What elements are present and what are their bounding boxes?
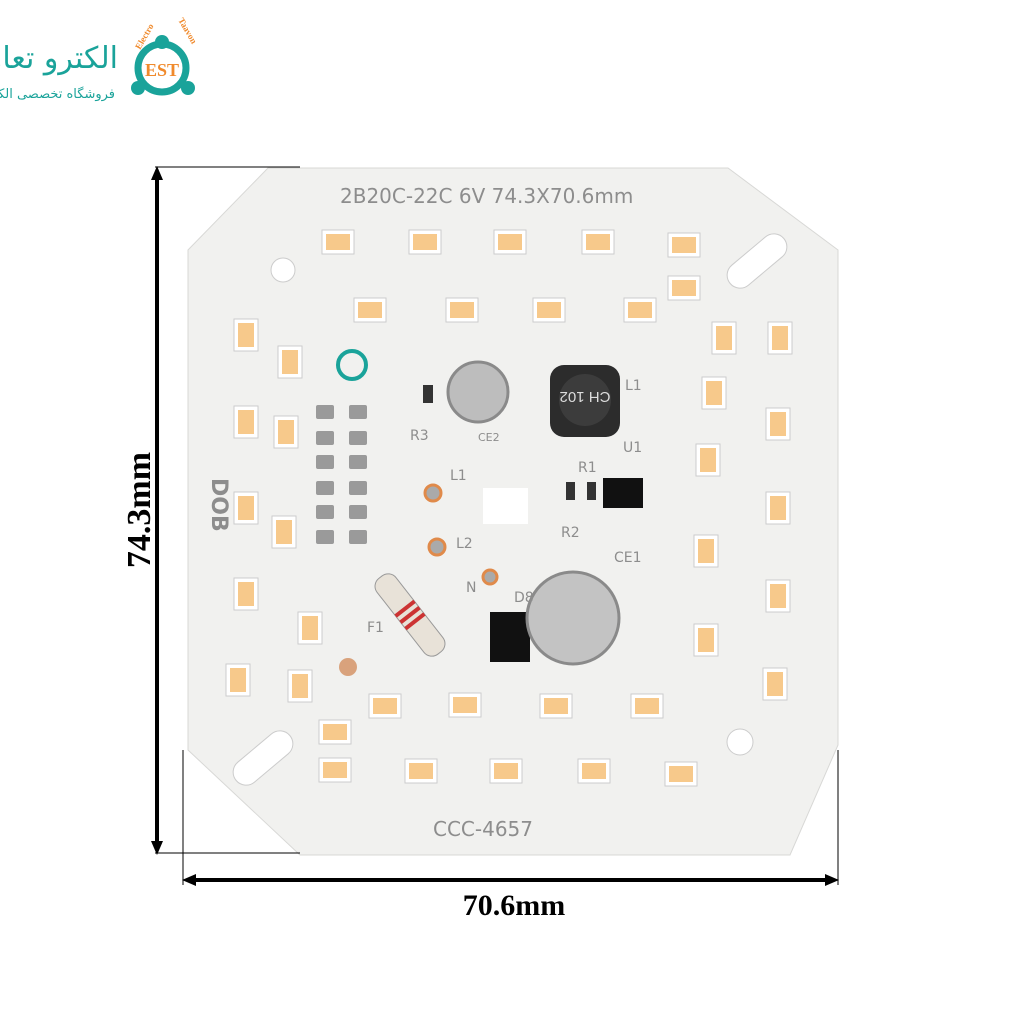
led-phosphor (698, 539, 714, 563)
led-phosphor (373, 698, 397, 714)
led-phosphor (238, 496, 254, 520)
led-phosphor (323, 762, 347, 778)
board-bottom-label: CCC-4657 (433, 817, 533, 841)
led-phosphor (498, 234, 522, 250)
label-r1: R1 (578, 460, 597, 476)
logo-monogram: EST (145, 60, 179, 80)
board-window (483, 488, 528, 524)
smd-pad (316, 431, 334, 445)
led-phosphor (672, 237, 696, 253)
resistor-r2 (587, 482, 596, 500)
led-phosphor (282, 350, 298, 374)
led-phosphor (537, 302, 561, 318)
capacitor-ce2 (446, 360, 510, 424)
led-phosphor (413, 234, 437, 250)
led-phosphor (706, 381, 722, 405)
led-phosphor (772, 326, 788, 350)
led-phosphor (230, 668, 246, 692)
led-phosphor (544, 698, 568, 714)
label-n: N (466, 580, 476, 596)
led-phosphor (323, 724, 347, 740)
led-phosphor (700, 448, 716, 472)
width-dimension: 70.6mm (463, 889, 565, 922)
led-phosphor (672, 280, 696, 296)
led-phosphor (238, 582, 254, 606)
label-l2: L2 (456, 536, 473, 552)
resistor-r3 (423, 385, 433, 403)
label-u1: U1 (623, 440, 642, 456)
smd-pad (349, 530, 367, 544)
smd-pad (349, 405, 367, 419)
led-phosphor (302, 616, 318, 640)
led-pcb-board: 2B20C-22C 6V 74.3X70.6mm CCC-4657 DOB CH… (187, 167, 839, 856)
mount-hole (270, 257, 296, 283)
smd-pad (316, 530, 334, 544)
led-phosphor (276, 520, 292, 544)
led-phosphor (770, 584, 786, 608)
board-logo (336, 349, 368, 381)
led-phosphor (586, 234, 610, 250)
mount-slot (726, 233, 788, 289)
led-array (225, 229, 793, 787)
wire-pad-l2 (427, 537, 447, 557)
dimension-annotations: 74.3mm 70.6mm (121, 166, 839, 922)
mount-slot (232, 730, 294, 786)
board-side-label: DOB (206, 478, 231, 532)
led-phosphor (628, 302, 652, 318)
label-f1: F1 (367, 620, 384, 636)
label-r3: R3 (410, 428, 429, 444)
label-d8: D8 (514, 590, 534, 606)
led-phosphor (450, 302, 474, 318)
ic-u1 (603, 478, 643, 508)
led-phosphor (238, 410, 254, 434)
label-l1-wire: L1 (450, 468, 467, 484)
led-phosphor (635, 698, 659, 714)
smd-pad (316, 481, 334, 495)
board-top-label: 2B20C-22C 6V 74.3X70.6mm (340, 184, 633, 208)
store-logo: الکترو تعاون فروشگاه تخصصی الکترونیک EST… (0, 16, 199, 102)
label-r2: R2 (561, 525, 580, 541)
smd-pad (349, 481, 367, 495)
label-ce2: CE2 (478, 431, 500, 444)
height-dimension: 74.3mm (121, 452, 158, 568)
inductor-marking: CH 102 (560, 388, 611, 405)
wire-pad-l1 (423, 483, 443, 503)
led-phosphor (669, 766, 693, 782)
led-phosphor (716, 326, 732, 350)
led-phosphor (409, 763, 433, 779)
led-phosphor (770, 496, 786, 520)
fuse-f1 (374, 573, 446, 657)
smd-pad (316, 405, 334, 419)
led-phosphor (326, 234, 350, 250)
label-l1: L1 (625, 378, 642, 394)
capacitor-ce1 (525, 570, 621, 666)
mount-hole (726, 728, 754, 756)
led-phosphor (453, 697, 477, 713)
smd-pad (349, 505, 367, 519)
smd-pad (349, 455, 367, 469)
resistor-r1 (566, 482, 575, 500)
led-phosphor (292, 674, 308, 698)
led-phosphor (582, 763, 606, 779)
test-point (339, 658, 357, 676)
smd-pad (316, 505, 334, 519)
rectifier-d8 (490, 612, 530, 662)
logo-tagline: فروشگاه تخصصی الکترونیک (0, 86, 115, 102)
led-phosphor (358, 302, 382, 318)
led-phosphor (278, 420, 294, 444)
led-phosphor (238, 323, 254, 347)
led-phosphor (770, 412, 786, 436)
led-phosphor (494, 763, 518, 779)
smd-pad (316, 455, 334, 469)
logo-persian-name: الکترو تعاون (0, 41, 118, 76)
logo-taavon: Taavon (176, 16, 199, 45)
smd-pads (316, 405, 367, 544)
label-ce1: CE1 (614, 550, 642, 566)
wire-pad-n (481, 568, 499, 586)
led-phosphor (767, 672, 783, 696)
smd-pad (349, 431, 367, 445)
led-phosphor (698, 628, 714, 652)
